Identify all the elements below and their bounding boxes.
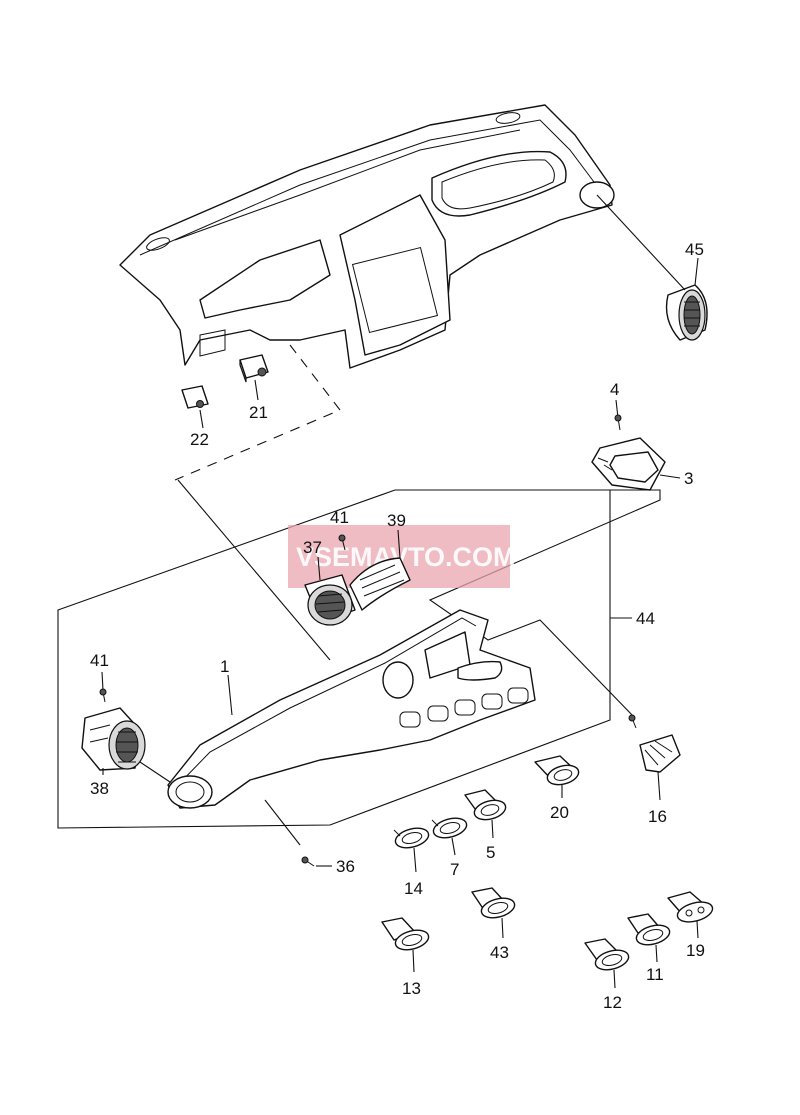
leader-36-assembly bbox=[264, 799, 301, 846]
leader-43 bbox=[501, 917, 504, 939]
callout-lines bbox=[177, 479, 661, 719]
assembly-lines bbox=[174, 344, 341, 481]
side-trim-16 bbox=[639, 734, 681, 773]
callout-3: 3 bbox=[684, 469, 693, 488]
assembly-outline-44 bbox=[57, 489, 611, 829]
callout-16: 16 bbox=[648, 807, 667, 826]
switch-22 bbox=[181, 385, 209, 409]
leader-37 bbox=[317, 556, 321, 581]
leader-12 bbox=[613, 969, 616, 989]
callout-14: 14 bbox=[404, 879, 423, 898]
callout-37: 37 bbox=[303, 538, 322, 557]
callout-12: 12 bbox=[603, 993, 622, 1012]
leader-45 bbox=[596, 194, 699, 291]
leader-22 bbox=[199, 409, 204, 429]
leader-16 bbox=[657, 771, 661, 801]
leader-19 bbox=[696, 920, 699, 939]
leader-38 bbox=[102, 761, 171, 783]
leader-41-left bbox=[101, 671, 104, 691]
callout-21: 21 bbox=[249, 403, 268, 422]
lower-panel-1 bbox=[167, 609, 536, 809]
callout-20: 20 bbox=[550, 803, 569, 822]
leader-11 bbox=[655, 944, 658, 963]
center-vent-37 bbox=[304, 574, 356, 626]
vent-bezel-3 bbox=[591, 437, 666, 491]
switch-14 bbox=[393, 827, 430, 849]
switch-19 bbox=[667, 891, 714, 923]
switch-20 bbox=[534, 755, 580, 786]
callout-45: 45 bbox=[685, 240, 704, 259]
callout-39: 39 bbox=[387, 511, 406, 530]
callout-41-left: 41 bbox=[90, 651, 109, 670]
dashboard-panel bbox=[119, 104, 615, 369]
switch-5 bbox=[464, 789, 507, 821]
callout-36: 36 bbox=[336, 857, 355, 876]
leader-5 bbox=[491, 819, 494, 839]
switch-43 bbox=[471, 887, 516, 919]
callout-7: 7 bbox=[450, 860, 459, 879]
switch-12 bbox=[584, 938, 630, 971]
duct-39 bbox=[349, 557, 411, 611]
callout-5: 5 bbox=[486, 843, 495, 862]
switch-21 bbox=[239, 354, 269, 383]
leader-7 bbox=[451, 837, 456, 856]
leader-13 bbox=[412, 949, 415, 973]
leader-3 bbox=[659, 474, 681, 479]
leader-21 bbox=[254, 379, 259, 401]
screw-4 bbox=[614, 414, 622, 431]
switch-holes bbox=[399, 687, 529, 728]
callout-22: 22 bbox=[190, 430, 209, 449]
screw-41-left bbox=[99, 688, 107, 703]
leader-39 bbox=[397, 529, 401, 559]
switch-7 bbox=[431, 817, 468, 839]
callout-38: 38 bbox=[90, 779, 109, 798]
round-vent-45 bbox=[665, 284, 708, 341]
callout-13: 13 bbox=[402, 979, 421, 998]
callout-11: 11 bbox=[646, 965, 664, 984]
switch-11 bbox=[627, 913, 671, 946]
callout-19: 19 bbox=[686, 941, 705, 960]
leader-14 bbox=[413, 847, 417, 873]
callout-4: 4 bbox=[610, 380, 619, 399]
callout-43: 43 bbox=[490, 943, 509, 962]
switch-13 bbox=[381, 917, 430, 951]
screw-41-top bbox=[338, 534, 346, 551]
callout-41-top: 41 bbox=[330, 508, 349, 527]
leader-1 bbox=[227, 674, 233, 716]
callout-44: 44 bbox=[636, 609, 655, 628]
watermark-text: VSEMAVTO.COM bbox=[296, 542, 516, 572]
side-vent-38 bbox=[81, 707, 146, 771]
screw-16 bbox=[628, 714, 637, 729]
callout-1: 1 bbox=[220, 657, 229, 676]
screw-36 bbox=[301, 856, 315, 867]
